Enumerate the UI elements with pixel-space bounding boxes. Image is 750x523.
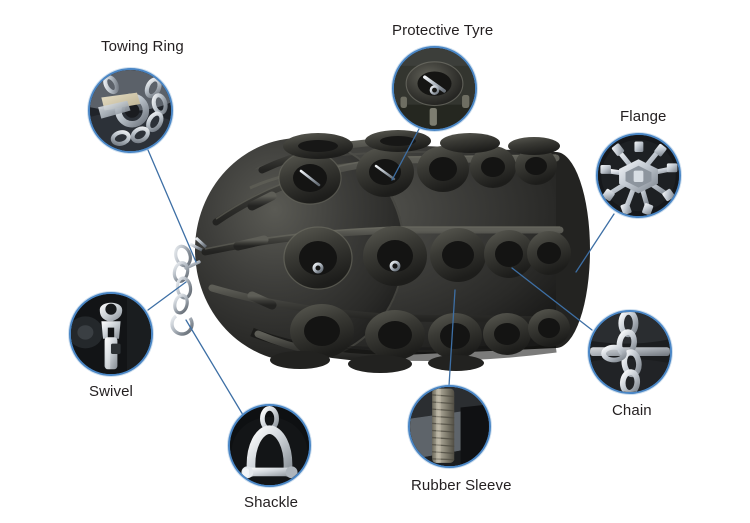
callout-bubble-chain[interactable] xyxy=(588,310,672,394)
shackle-photo xyxy=(230,406,309,485)
leader-line-chain xyxy=(511,267,593,331)
leader-line-towing-ring xyxy=(147,149,197,263)
towing-ring-photo xyxy=(90,70,171,151)
callout-label-shackle: Shackle xyxy=(244,494,299,511)
towing-chain-assembly xyxy=(170,236,208,336)
callout-label-rubber-sleeve: Rubber Sleeve xyxy=(411,477,512,494)
rubber-sleeve-photo xyxy=(410,387,489,466)
callout-label-flange: Flange xyxy=(620,108,667,125)
leader-line-shackle xyxy=(185,319,244,416)
tyre-row-bottom xyxy=(270,304,570,373)
callout-bubble-towing-ring[interactable] xyxy=(88,68,173,153)
callout-label-swivel: Swivel xyxy=(89,383,133,400)
protective-tyre-photo xyxy=(394,48,475,129)
leader-line-rubber-sleeve xyxy=(448,289,456,387)
callout-bubble-shackle[interactable] xyxy=(228,404,311,487)
callout-bubble-protective-tyre[interactable] xyxy=(392,46,477,131)
leader-line-swivel xyxy=(147,281,187,311)
leader-line-protective-tyre xyxy=(391,128,420,181)
chain-photo xyxy=(590,312,670,392)
callout-label-protective-tyre: Protective Tyre xyxy=(392,22,494,39)
callout-bubble-rubber-sleeve[interactable] xyxy=(408,385,491,468)
callout-bubble-flange[interactable] xyxy=(596,133,681,218)
callout-label-towing-ring: Towing Ring xyxy=(101,38,184,55)
swivel-photo xyxy=(71,294,151,374)
leader-line-flange xyxy=(575,213,615,273)
callout-bubble-swivel[interactable] xyxy=(69,292,153,376)
flange-photo xyxy=(598,135,679,216)
tyre-row-middle xyxy=(283,226,571,290)
callout-label-chain: Chain xyxy=(612,402,652,419)
